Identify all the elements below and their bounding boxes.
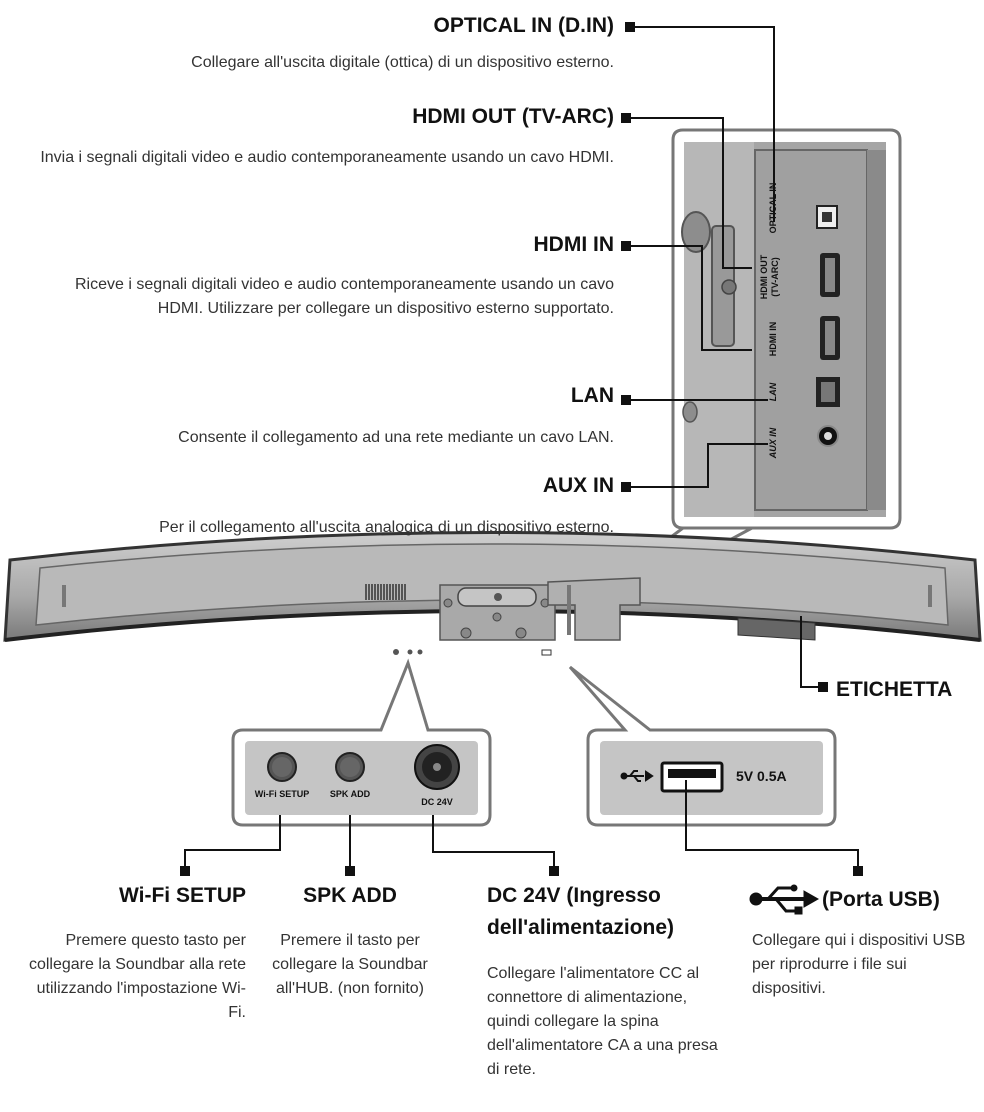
soundbar bbox=[3, 531, 982, 656]
panel-label-aux: AUX IN bbox=[768, 427, 778, 459]
aux-in-title: AUX IN bbox=[542, 474, 614, 497]
leader-markers bbox=[180, 22, 863, 876]
dc-24v-title-line2: dell'alimentazione) bbox=[487, 916, 675, 939]
dc-24v-title-line1: DC 24V (Ingresso bbox=[487, 884, 661, 907]
buttons-callout bbox=[231, 658, 492, 827]
hdmi-in-desc: Riceve i segnali digitali video e audio … bbox=[74, 276, 614, 317]
button-label-wifi: Wi-Fi SETUP bbox=[254, 789, 310, 799]
usb-icon bbox=[749, 884, 820, 915]
panel-label-optical: OPTICAL IN bbox=[768, 182, 778, 234]
usb-rating-label: 5V 0.5A bbox=[736, 768, 787, 784]
usb-small-icon bbox=[620, 770, 654, 782]
hdmi-out-desc: Invia i segnali digitali video e audio c… bbox=[40, 149, 614, 166]
side-panel-callout bbox=[570, 128, 902, 620]
aux-in-desc: Per il collegamento all'uscita analogica… bbox=[159, 519, 614, 536]
usb-port-desc: Collegare qui i dispositivi USB per ripr… bbox=[752, 932, 966, 997]
dc-24v-desc: Collegare l'alimentatore CC al connettor… bbox=[487, 965, 718, 1078]
panel-label-tv-arc: (TV-ARC) bbox=[770, 257, 780, 297]
port-label-dc: DC 24V bbox=[421, 797, 453, 807]
hdmi-in-title: HDMI IN bbox=[533, 233, 615, 256]
panel-label-hdmi-in: HDMI IN bbox=[768, 321, 778, 357]
optical-in-title: OPTICAL IN (D.IN) bbox=[433, 14, 614, 37]
hdmi-out-title: HDMI OUT (TV-ARC) bbox=[412, 105, 614, 128]
panel-label-lan: LAN bbox=[768, 382, 778, 402]
lan-desc: Consente il collegamento ad una rete med… bbox=[178, 429, 614, 446]
etichetta-title: ETICHETTA bbox=[836, 678, 953, 701]
optical-in-desc: Collegare all'uscita digitale (ottica) d… bbox=[191, 54, 614, 71]
spk-add-desc: Premere il tasto per collegare la Soundb… bbox=[272, 932, 428, 997]
usb-callout bbox=[568, 665, 837, 827]
usb-port-title: (Porta USB) bbox=[822, 888, 940, 911]
panel-label-hdmi-out: HDMI OUT bbox=[759, 254, 769, 300]
button-label-spk: SPK ADD bbox=[329, 789, 371, 799]
spk-add-title: SPK ADD bbox=[303, 884, 397, 907]
wifi-setup-desc: Premere questo tasto per collegare la So… bbox=[28, 932, 246, 1021]
leader-lines bbox=[184, 26, 859, 867]
lan-title: LAN bbox=[570, 384, 614, 407]
wifi-setup-title: Wi-Fi SETUP bbox=[119, 884, 246, 907]
